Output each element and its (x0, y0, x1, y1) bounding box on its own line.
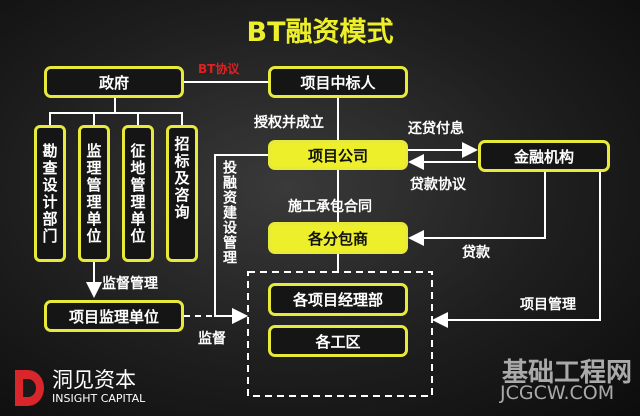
gov-unit-bidding: 招标及咨询 (166, 125, 198, 262)
watermark-name: 基础工程网 (502, 358, 633, 388)
project-managers-node: 各项目经理部 (268, 283, 408, 316)
loan-label: 贷款 (462, 245, 490, 261)
site-group-dashed-box (247, 271, 433, 397)
page-title: BT融资模式 (246, 17, 394, 48)
subcontractors-node: 各分包商 (268, 222, 408, 254)
investment-management-label: 投融资建设管理 (221, 160, 237, 265)
loan-arrow (408, 172, 546, 246)
gov-unit-land: 征地管理单位 (122, 125, 154, 262)
construction-contract-label: 施工承包合同 (288, 199, 372, 215)
project-management-arrow (432, 172, 601, 328)
gov-bracket (49, 112, 183, 125)
supervision-label: 监督 (198, 331, 226, 347)
government-node: 政府 (44, 66, 184, 98)
project-management-label: 项目管理 (520, 297, 576, 313)
work-areas-node: 各工区 (268, 325, 408, 357)
loan-agreement-label: 贷款协议 (410, 177, 466, 193)
financial-institution-node: 金融机构 (478, 140, 610, 172)
logo-name: 洞见资本 (52, 368, 136, 392)
gov-unit-supervision: 监理管理单位 (78, 125, 110, 262)
project-company-node: 项目公司 (268, 140, 408, 170)
gov-unit-survey-design: 勘查设计部门 (34, 125, 66, 262)
authorize-label: 授权并成立 (254, 115, 324, 131)
repay-label: 还贷付息 (408, 121, 464, 137)
supervision-unit-node: 项目监理单位 (44, 300, 184, 332)
insight-capital-logo-icon (12, 368, 46, 408)
winning-bidder-node: 项目中标人 (268, 66, 408, 98)
logo-subtitle: INSIGHT CAPITAL (52, 392, 146, 405)
supervision-management-label: 监督管理 (102, 276, 158, 292)
watermark-url: JCGCW.COM (500, 382, 615, 404)
bt-agreement-label: BT协议 (198, 62, 240, 76)
